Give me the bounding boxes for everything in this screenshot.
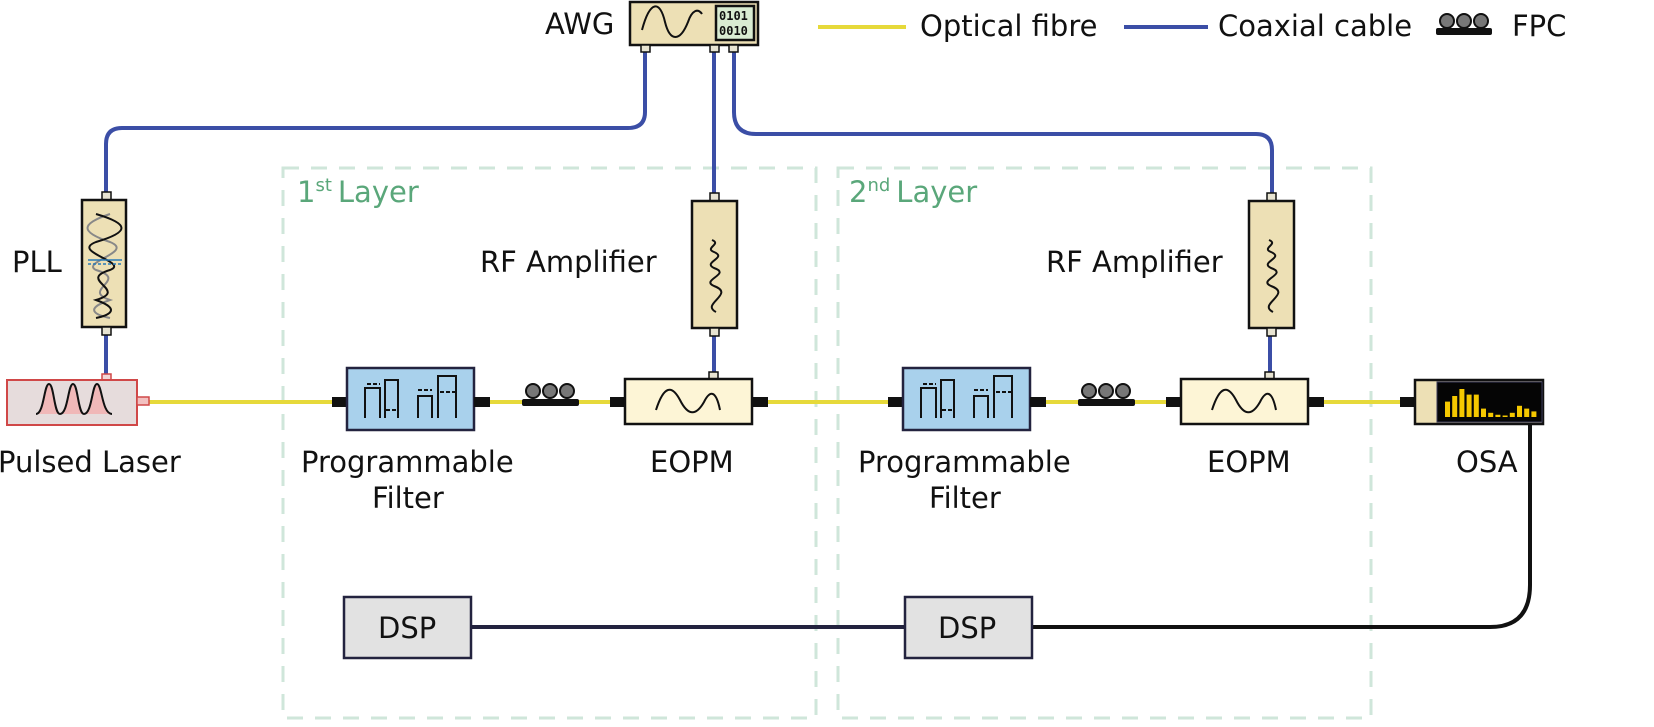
pll-device[interactable] — [80, 191, 128, 336]
pulsed-laser-label: Pulsed Laser — [0, 445, 181, 479]
osa-spectrum-bar — [1524, 408, 1530, 417]
fpc-2[interactable] — [1078, 383, 1135, 406]
pulsed-laser-device[interactable] — [6, 373, 150, 426]
rf-amplifier-2-device[interactable] — [1247, 192, 1296, 337]
rf-amplifier-2-label: RF Amplifier — [1046, 245, 1223, 279]
osa-spectrum-bar — [1452, 396, 1458, 417]
awg-label: AWG — [545, 7, 614, 41]
osa-spectrum-bar — [1502, 415, 1508, 417]
legend-optical-fibre: Optical fibre — [920, 9, 1097, 43]
osa-spectrum-bar — [1509, 412, 1515, 417]
osa-spectrum-bar — [1445, 401, 1450, 417]
filter-1-label-line1: Programmable — [301, 445, 514, 479]
legend-coaxial-cable: Coaxial cable — [1218, 9, 1412, 43]
layer-2-box — [836, 166, 1373, 720]
rf-wave-icon — [1266, 239, 1280, 313]
pll-wave-black — [88, 213, 123, 319]
dsp-2-label: DSP — [938, 611, 996, 645]
fpc-icon — [1436, 13, 1492, 35]
filter-2-label-line2: Filter — [929, 481, 1001, 515]
eopm-1-label: EOPM — [650, 445, 734, 479]
osa-device[interactable] — [1400, 378, 1545, 426]
awg-display-line2: 0010 — [719, 24, 748, 38]
osa-spectrum-bar — [1481, 408, 1486, 417]
sine-icon — [641, 5, 703, 38]
osa-spectrum-bar — [1517, 405, 1522, 417]
osa-spectrum-bar — [1495, 414, 1501, 417]
pll-label: PLL — [12, 245, 62, 279]
filter-1-device[interactable] — [332, 366, 490, 432]
osa-spectrum-bar — [1531, 411, 1537, 417]
osa-spectrum — [1445, 389, 1537, 417]
rf-amplifier-1-device[interactable] — [690, 192, 739, 337]
legend-fpc: FPC — [1512, 9, 1566, 43]
osa-spectrum-bar — [1466, 394, 1472, 417]
rf-amplifier-1-label: RF Amplifier — [480, 245, 657, 279]
awg-device[interactable]: 0101 0010 — [628, 0, 760, 53]
eopm-2-label: EOPM — [1207, 445, 1291, 479]
fpc-1[interactable] — [522, 383, 579, 406]
dsp-2-device[interactable]: DSP — [903, 595, 1034, 660]
coax-awg-pll — [104, 48, 647, 196]
dsp-1-device[interactable]: DSP — [342, 595, 473, 660]
filter-1-label-line2: Filter — [372, 481, 444, 515]
coax-awg-rf2 — [732, 48, 1274, 196]
osa-spectrum-bar — [1473, 394, 1479, 417]
eopm-2-device[interactable] — [1166, 371, 1324, 426]
sine-icon — [655, 388, 721, 414]
pll-wave-grey — [86, 213, 118, 319]
osa-label: OSA — [1456, 445, 1518, 479]
dsp-1-label: DSP — [378, 611, 436, 645]
layer-1-box — [281, 166, 818, 720]
osa-spectrum-bar — [1459, 389, 1465, 417]
osa-spectrum-bar — [1488, 412, 1494, 417]
awg-display-line1: 0101 — [719, 9, 748, 23]
filter-2-label-line1: Programmable — [858, 445, 1071, 479]
legend: Optical fibre Coaxial cable FPC — [818, 9, 1566, 43]
filter-2-device[interactable] — [888, 366, 1046, 432]
dsp-osa-link — [1032, 424, 1532, 629]
rf-wave-icon — [709, 239, 723, 313]
sine-icon — [1211, 388, 1277, 414]
coaxial-cables — [104, 48, 1274, 378]
eopm-1-device[interactable] — [610, 371, 768, 426]
